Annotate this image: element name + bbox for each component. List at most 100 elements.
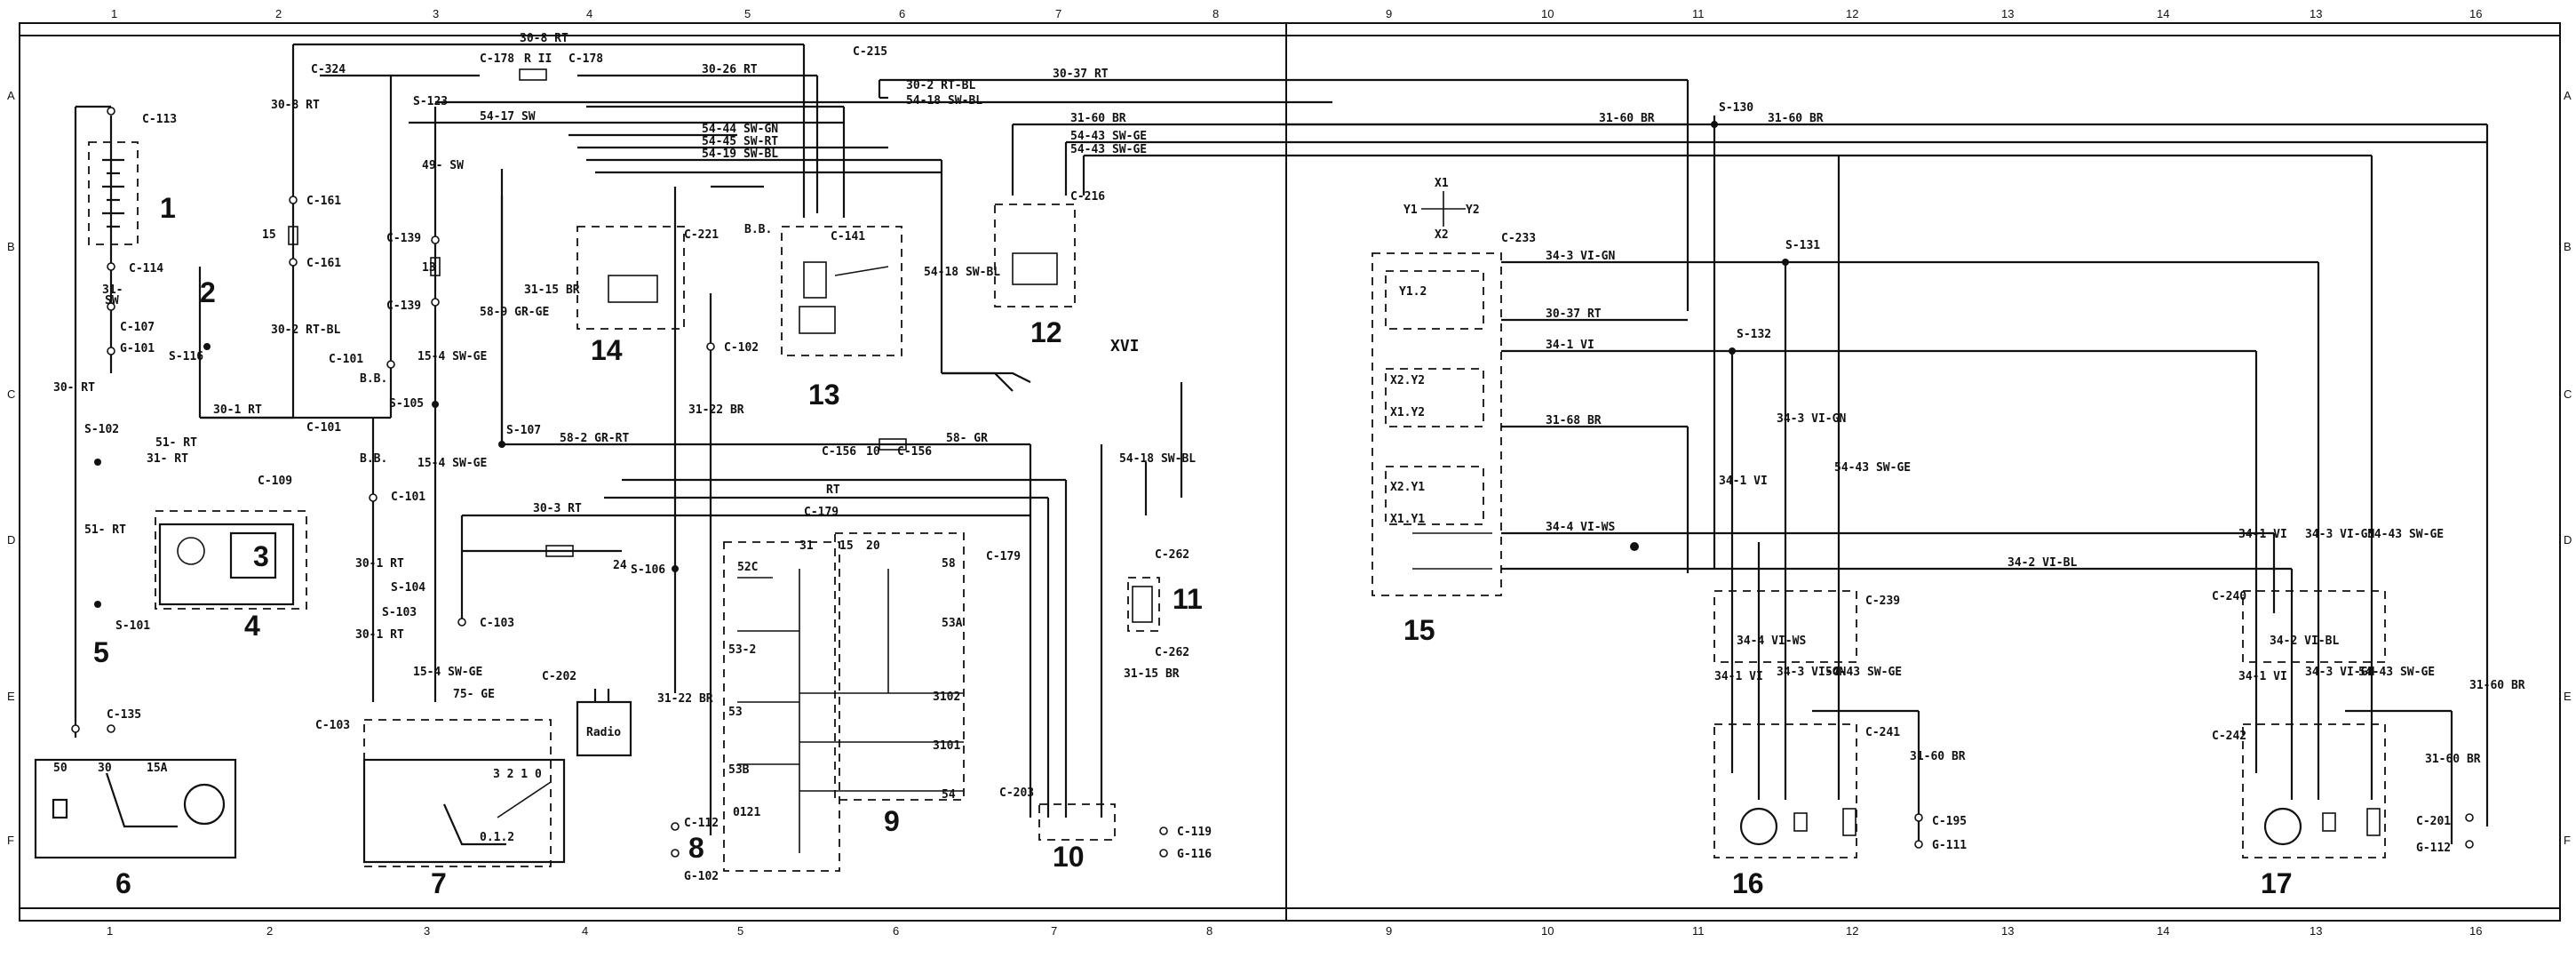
lbl-c262a: C-262 (1155, 548, 1189, 562)
lbl-sw15-y1: Y1.2 (1399, 285, 1427, 299)
lbl-58-9-grge: 58-9 GR-GE (480, 306, 549, 319)
lbl-54-43-a: 54-43 SW-GE (1070, 130, 1147, 143)
lbl-m-34-2-vibl: 34-2 VI-BL (2270, 635, 2339, 648)
lbl-c201: C-201 (2416, 815, 2451, 828)
lbl-30-2-rtbl-b: 30-2 RT-BL (271, 323, 340, 337)
row-E-r: E (2564, 690, 2572, 703)
lbl-75-ge: 75- GE (453, 688, 495, 701)
component-9-number: 9 (884, 805, 900, 837)
lbl-30-1-rt-c: 30-1 RT (355, 628, 404, 642)
lbl-c179a: C-179 (804, 506, 839, 519)
component-8-number: 8 (688, 832, 704, 864)
lbl-58-2-grrt: 58-2 GR-RT (560, 432, 629, 445)
lbl-r11: R II (524, 52, 552, 66)
col-2-b: 2 (266, 924, 273, 938)
lbl-sw15-x2y1: X2.Y1 (1390, 481, 1425, 494)
wire-labels-left: 30-8 RT C-324 C-178 R II C-178 30-26 RT … (53, 32, 1212, 883)
lbl-54-44: 54-44 SW-GN (702, 123, 778, 136)
lbl-c156b: C-156 (897, 445, 932, 459)
component-3-number: 3 (253, 540, 269, 572)
component-15-number: 15 (1403, 614, 1435, 646)
lbl-30-1-rt-b: 30-1 RT (355, 557, 404, 571)
lbl-54-43-b: 54-43 SW-GE (1070, 143, 1147, 156)
lbl-51-rt-v: 51- RT (84, 523, 126, 537)
lbl-bb1: B.B. (360, 372, 387, 386)
lbl-m-54-43-swge-b: 54-43 SW-GE (2367, 528, 2444, 541)
lbl-c107: C-107 (120, 321, 155, 334)
lbl-31-rt: 31- RT (147, 452, 188, 466)
lbl-54-17-sw: 54-17 SW (480, 110, 536, 124)
lbl-c161a: C-161 (306, 195, 341, 208)
lbl-3101: 3101 (933, 739, 960, 753)
lbl-49-sw: 49- SW (422, 159, 464, 172)
lbl-c139a: C-139 (386, 232, 421, 245)
component-14-number: 14 (591, 334, 623, 366)
lbl-s132: S-132 (1737, 328, 1771, 341)
lbl-31-15-br-b: 31-15 BR (1124, 667, 1180, 681)
lbl-31-sw-b: SW (105, 294, 119, 307)
component-12-number: 12 (1030, 316, 1062, 348)
drawing-frame (19, 22, 2561, 922)
lbl-s107: S-107 (506, 424, 541, 437)
col-11-b: 11 (1692, 924, 1705, 938)
lbl-31-60-br-m16: 31-60 BR (1910, 750, 1966, 763)
lbl-s102: S-102 (84, 423, 119, 436)
lbl-c119: C-119 (1177, 826, 1212, 839)
lbl-c216: C-216 (1070, 190, 1105, 204)
lbl-p15: 15 (839, 539, 854, 553)
lbl-15-4-a: 15-4 SW-GE (417, 350, 487, 363)
lbl-c179b: C-179 (986, 550, 1021, 563)
lbl-c101b: C-101 (306, 421, 341, 435)
lbl-31-15-br: 31-15 BR (524, 283, 580, 297)
row-A-r: A (2564, 89, 2572, 102)
lbl-30-37-rt-b: 30-37 RT (1546, 307, 1602, 321)
lbl-m-54-43-swge-b2: 54-43 SW-GE (2358, 666, 2435, 679)
lbl-34-2-vibl: 34-2 VI-BL (2008, 556, 2077, 570)
lbl-m-34-3-vign-a: 34-3 VI-GN (1777, 412, 1846, 426)
row-C: C (7, 387, 15, 401)
switch-7-symbol (362, 758, 566, 864)
row-index: A B C D E F A B C D E F (7, 89, 2572, 847)
col-5-b: 5 (737, 924, 743, 938)
lbl-fuse10: 10 (866, 445, 880, 459)
lbl-s130: S-130 (1719, 101, 1753, 115)
lbl-c135: C-135 (107, 708, 141, 722)
lbl-34-3-vign: 34-3 VI-GN (1546, 250, 1615, 263)
lbl-c239: C-239 (1865, 595, 1900, 608)
row-F: F (7, 834, 14, 847)
lbl-53-2: 53-2 (728, 643, 756, 657)
row-F-r: F (2564, 834, 2571, 847)
lbl-bb3: B.B. (744, 223, 772, 236)
lbl-31-60-br-m17: 31-60 BR (2425, 753, 2481, 766)
col-6: 6 (899, 7, 905, 20)
lbl-p15a: 15A (147, 762, 168, 775)
lbl-m-34-3-vign-b2: 34-3 VI-GN (2305, 666, 2374, 679)
lbl-p30: 30 (98, 762, 112, 775)
lbl-58-gr: 58- GR (946, 432, 988, 445)
lbl-3102: 3102 (933, 691, 960, 704)
col-1: 1 (111, 7, 117, 20)
lbl-sw15-x1y2: X1.Y2 (1390, 406, 1425, 419)
lbl-53b: 53B (728, 763, 750, 777)
lbl-m-34-1-vi-b2: 34-1 VI (2238, 670, 2287, 683)
motor-17-symbol (2242, 590, 2386, 858)
lbl-30-8-rt-v: 30-8 RT (271, 99, 320, 112)
component-16-number: 16 (1732, 867, 1764, 899)
row-A: A (7, 89, 15, 102)
lbl-52c: 52C (737, 561, 758, 574)
motor-16-symbol (1713, 590, 1857, 858)
component-17-number: 17 (2261, 867, 2293, 899)
motor-6-symbol (34, 758, 237, 859)
lbl-31-22-br-b: 31-22 BR (657, 692, 713, 706)
lbl-bb2: B.B. (360, 452, 387, 466)
col-14-b: 14 (2157, 924, 2169, 938)
lbl-sw-pos: 0.1.2 (480, 831, 514, 844)
lbl-30-3-rt: 30-3 RT (533, 502, 582, 515)
col-5: 5 (744, 7, 751, 20)
lbl-c324: C-324 (311, 63, 346, 76)
lbl-31-60-br-a: 31-60 BR (1070, 112, 1126, 125)
col-13: 13 (2001, 7, 2014, 20)
col-8: 8 (1212, 7, 1219, 20)
component-4-number: 4 (244, 610, 260, 642)
